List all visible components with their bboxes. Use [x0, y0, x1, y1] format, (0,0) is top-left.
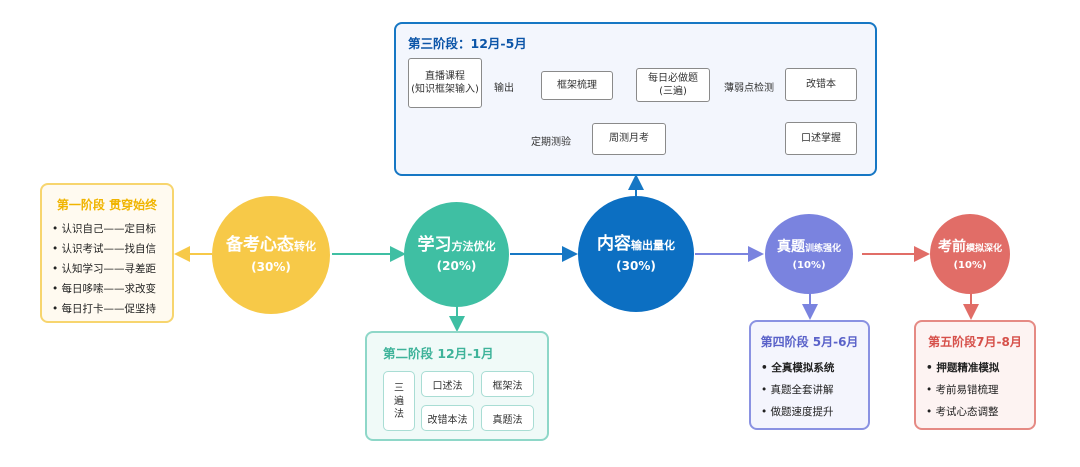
method-exam: 真题法 [481, 405, 534, 431]
stage2-panel: 第二阶段 12月-1月 三遍法 口述法 框架法 改错本法 真题法 [365, 331, 549, 441]
stage2-title: 第二阶段 12月-1月 [383, 346, 494, 361]
node-framework: 框架梳理 [541, 71, 613, 100]
circle-mindset-pct: (30%) [251, 259, 291, 274]
stage1-title: 第一阶段 贯穿始终 [56, 198, 158, 212]
list-item: • 认知学习——寻差距 [52, 263, 157, 275]
node-oral: 口述掌握 [785, 122, 857, 155]
circle-method-sub: 方法优化 [451, 239, 496, 253]
list-item: • 全真模拟系统 [761, 362, 835, 374]
list-item: • 考前易错梳理 [926, 384, 999, 396]
stage5-panel: 第五阶段7月-8月 • 押题精准模拟 • 考前易错梳理 • 考试心态调整 [914, 320, 1036, 430]
circle-mock-sub: 模拟深化 [965, 244, 1002, 255]
circle-content-sub: 输出量化 [631, 239, 675, 253]
node-errorbook: 改错本 [785, 68, 857, 101]
list-item: • 真题全套讲解 [761, 384, 834, 396]
edge-label-output: 输出 [493, 79, 515, 94]
method-oral: 口述法 [421, 371, 474, 397]
circle-mock-main: 考前 [937, 239, 966, 256]
edge-label-weak: 薄弱点检测 [723, 79, 775, 94]
list-item: • 认识自己——定目标 [52, 223, 157, 235]
list-item: • 认识考试——找自信 [52, 243, 157, 255]
circle-mock-pct: (10%) [953, 259, 987, 271]
stage4-title: 第四阶段 5月-6月 [760, 335, 859, 349]
list-item: • 每日打卡——促坚持 [52, 303, 157, 315]
list-item: • 考试心态调整 [926, 406, 999, 418]
edge-label-periodic: 定期测验 [530, 133, 572, 148]
stage5-title: 第五阶段7月-8月 [928, 335, 1022, 349]
circle-content-main: 内容 [597, 234, 631, 255]
stage4-panel: 第四阶段 5月-6月 • 全真模拟系统 • 真题全套讲解 • 做题速度提升 [749, 320, 870, 430]
stage2-vertical-box: 三遍法 [383, 371, 415, 431]
method-errorbook: 改错本法 [421, 405, 474, 431]
method-framework: 框架法 [481, 371, 534, 397]
circle-exam-sub: 训练强化 [804, 244, 841, 255]
list-item: • 做题速度提升 [761, 406, 834, 418]
circle-mindset-sub: 转化 [294, 240, 316, 254]
list-item: • 每日哆嗦——求改变 [52, 283, 157, 295]
node-weekly: 周测月考 [592, 123, 666, 155]
node-daily: 每日必做题 (三遍) [636, 68, 710, 102]
circle-mindset-main: 备考心态 [226, 235, 294, 256]
circle-method-main: 学习 [417, 234, 452, 255]
stage1-panel: 第一阶段 贯穿始终 • 认识自己——定目标 • 认识考试——找自信 • 认知学习… [40, 183, 174, 323]
circle-mindset: 备考心态转化 (30%) [212, 196, 330, 314]
circle-mock: 考前模拟深化 (10%) [930, 214, 1010, 294]
node-live-course: 直播课程 (知识框架输入) [408, 58, 482, 108]
circle-content-pct: (30%) [616, 258, 656, 273]
circle-content: 内容输出量化 (30%) [578, 196, 694, 312]
list-item: • 押题精准模拟 [926, 362, 1000, 374]
circle-exam-pct: (10%) [792, 259, 826, 271]
circle-exam: 真题训练强化 (10%) [765, 214, 853, 294]
circle-method: 学习方法优化 (20%) [404, 202, 509, 307]
circle-exam-main: 真题 [776, 239, 805, 256]
circle-method-pct: (20%) [436, 259, 477, 274]
stage3-title: 第三阶段：12月-5月 [408, 36, 527, 51]
stage2-vertical-label: 三遍法 [394, 382, 404, 420]
